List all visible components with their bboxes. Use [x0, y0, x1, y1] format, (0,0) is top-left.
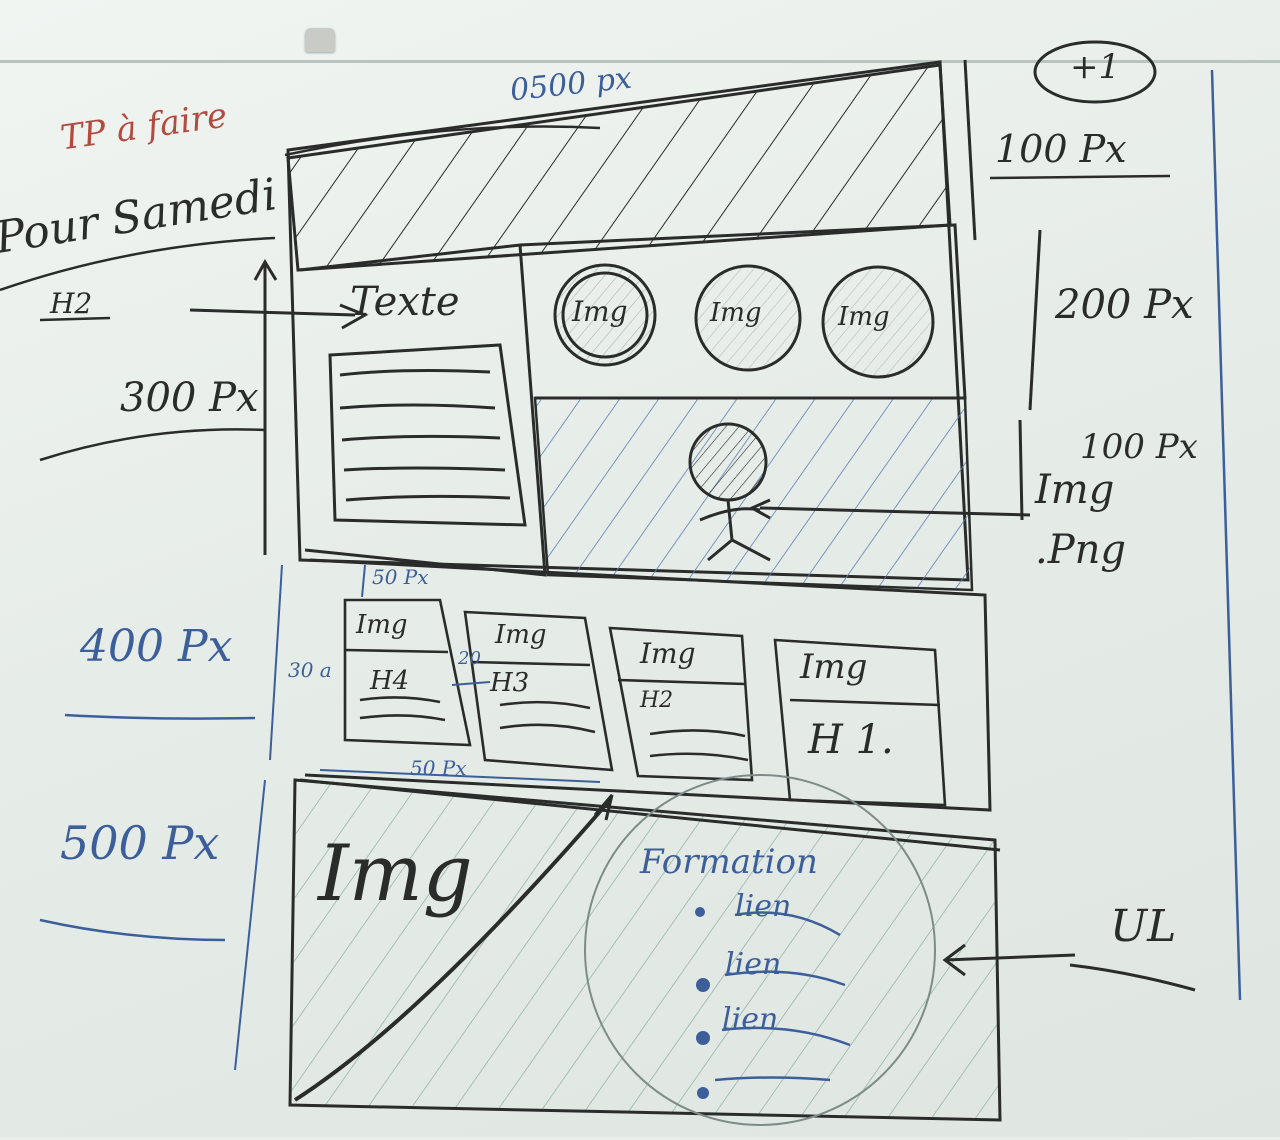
magnet [305, 28, 335, 52]
card-height-30-label: 30 a [288, 658, 332, 682]
card-1-heading: H4 [370, 666, 410, 696]
h2-annotation: H2 [50, 287, 93, 320]
underlines [0, 125, 1171, 462]
texte-label: Texte [350, 279, 460, 325]
circle-1-label: Img [572, 295, 628, 328]
list-item-2: lien [725, 947, 782, 982]
list-scribbles [714, 911, 851, 1082]
circle-3-label: Img [838, 302, 890, 332]
footer-height-label: 500 Px [60, 816, 220, 870]
png-label: .Png [1035, 527, 1126, 573]
image-height-label: 100 Px [1080, 427, 1198, 467]
cards-height-label: 400 Px [80, 621, 233, 672]
card-4-img: Img [800, 647, 868, 687]
cards-section [304, 558, 992, 812]
img-png-label: Img [1035, 467, 1115, 513]
circles-height-label: 200 Px [1055, 282, 1194, 328]
formation-label: Formation [640, 842, 818, 882]
margin-50-label: 50 Px [372, 565, 429, 589]
annotation-arrows [189, 59, 1196, 992]
text-section [299, 243, 547, 577]
stick-figure [688, 422, 771, 562]
bottom-50-label: 50 Px [410, 756, 467, 780]
list-bullets [695, 907, 710, 1099]
dimension-arrows [234, 564, 601, 1071]
image-png-area [533, 396, 974, 592]
card-2-heading: H3 [490, 668, 530, 698]
card-3-heading: H2 [640, 688, 674, 713]
plus-one-circle [1033, 40, 1157, 104]
blue-underlines [39, 69, 1242, 1001]
card-4-heading: H 1. [808, 717, 894, 763]
gap-20-label: 20 [458, 648, 481, 669]
ul-label: UL [1110, 901, 1177, 952]
list-item-1: lien [735, 889, 792, 924]
circle-2-label: Img [710, 298, 762, 328]
header-height-label: 100 Px [995, 127, 1127, 171]
circle-1 [553, 263, 657, 367]
formation-circle [584, 774, 936, 1126]
circle-3 [821, 265, 935, 379]
circle-2 [694, 264, 802, 372]
card-2-img: Img [495, 620, 547, 650]
list-item-3: lien [722, 1002, 779, 1037]
card-1-img: Img [356, 610, 408, 640]
board-frame [0, 60, 1280, 1140]
card-3-img: Img [640, 637, 696, 670]
footer-img-label: Img [318, 829, 473, 919]
cards-sketch [343, 598, 947, 807]
plus-one-label: +1 [1070, 47, 1121, 87]
middle-height-label: 300 Px [120, 375, 259, 421]
diagonal-arrow [293, 798, 612, 1102]
